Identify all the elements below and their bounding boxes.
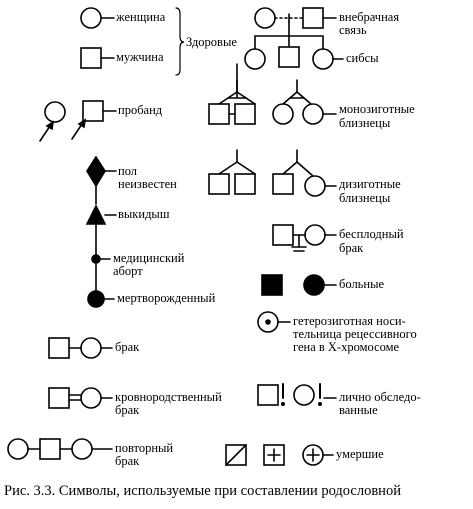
label-dizy-2: близнецы: [339, 191, 391, 205]
label-examined-1: лично обследо-: [339, 390, 421, 404]
woman-symbol: [80, 7, 115, 29]
label-mono-1: монозиготные: [339, 102, 415, 116]
label-sibs: сибсы: [346, 51, 379, 65]
label-affected: больные: [339, 277, 385, 291]
label-miscarriage: выкидыш: [118, 207, 170, 221]
label-healthy: Здоровые: [186, 35, 237, 49]
label-consang-2: брак: [115, 403, 140, 417]
marriage-symbol: [48, 337, 113, 359]
label-consang-1: кровнородственный: [115, 390, 222, 404]
label-carrier-3: гена в Х-хромосоме: [293, 340, 400, 354]
label-carrier-1: гетерозиготная носи-: [293, 314, 406, 328]
healthy-brace: [175, 7, 185, 76]
deceased-symbols: [225, 444, 334, 466]
figure-caption: Рис. 3.3. Символы, используемые при сост…: [4, 483, 401, 499]
label-mono-2: близнецы: [339, 116, 391, 130]
dizygotic-twins-symbol: [208, 149, 337, 197]
label-barren-1: бесплодный: [339, 227, 404, 241]
label-remarriage-1: повторный: [115, 441, 174, 455]
miscarriage-symbol: [85, 185, 117, 256]
man-symbol: [80, 47, 115, 69]
stillborn-symbol: [87, 290, 115, 308]
label-remarriage-2: брак: [115, 454, 140, 468]
label-med-abort-1: медицинский: [113, 251, 185, 265]
remarriage-symbol: [7, 438, 113, 460]
label-carrier-2: тельница рецессивного: [293, 327, 417, 341]
label-examined-2: ванные: [339, 403, 378, 417]
affected-symbols: [261, 274, 337, 296]
consanguineous-marriage-symbol: [48, 387, 113, 409]
label-barren-2: брак: [339, 241, 364, 255]
carrier-symbol: [257, 311, 291, 333]
label-woman: женщина: [116, 10, 166, 24]
label-sex-unknown-2: неизвестен: [118, 177, 177, 191]
barren-marriage-symbol: [272, 224, 337, 252]
label-sex-unknown-1: пол: [118, 164, 138, 178]
extramarital-sibs-symbol: [244, 7, 344, 70]
medical-abortion-symbol: [91, 254, 111, 292]
label-deceased: умершие: [336, 447, 384, 461]
label-man: мужчина: [116, 50, 164, 64]
label-med-abort-2: аборт: [113, 264, 143, 278]
sex-unknown-symbol: [86, 155, 117, 188]
proband-symbols: [39, 100, 117, 142]
label-extramarital-2: связь: [339, 23, 367, 37]
monozygotic-twins-symbol: [208, 79, 337, 125]
label-marriage: брак: [115, 340, 140, 354]
label-extramarital-1: внебрачная: [339, 10, 400, 24]
label-proband: пробанд: [118, 103, 163, 117]
label-dizy-1: дизиготные: [339, 177, 401, 191]
examined-symbols: [257, 383, 337, 406]
label-stillborn: мертворожденный: [117, 291, 216, 305]
